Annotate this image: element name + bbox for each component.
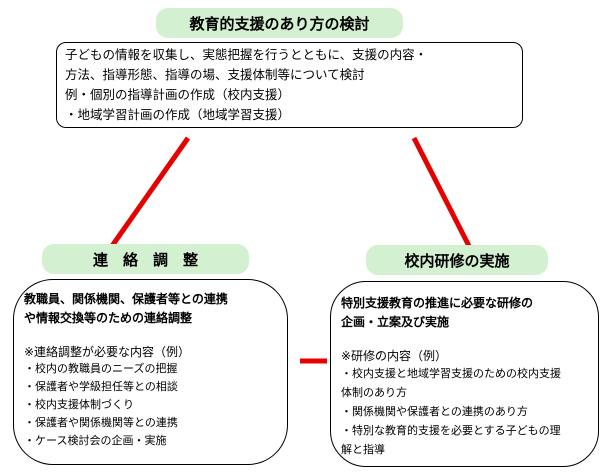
left-heading: 教職員、関係機関、保護者等との連携 bbox=[24, 292, 228, 306]
right-label: 校内研修の実施 bbox=[404, 251, 510, 270]
right-item: 解と指導 bbox=[341, 443, 385, 456]
top-line: 子どもの情報を収集し、実態把握を行うとともに、支援の内容・ bbox=[65, 47, 428, 62]
left-item: ・校内支援体制づくり bbox=[24, 398, 134, 411]
right-item: ・校内支援と地域学習支援のための校内支援 bbox=[341, 367, 561, 380]
top-line: ・地域学習計画の作成（地域学習支援） bbox=[65, 107, 291, 122]
left-item: ・保護者や学級担任等との相談 bbox=[24, 380, 178, 393]
title-pill: 教育的支援のあり方の検討 bbox=[156, 8, 403, 38]
top-line: 例・個別の指導計画の作成（校内支援） bbox=[65, 87, 291, 102]
right-box: 特別支援教育の推進に必要な研修の 企画・立案及び実施 ※研修の内容（例） ・校内… bbox=[330, 281, 599, 467]
connector-right bbox=[411, 136, 472, 248]
right-item: 体制のあり方 bbox=[341, 386, 407, 399]
left-item: ・保護者や関係機関等との連携 bbox=[24, 416, 178, 429]
top-line: 方法、指導形態、指導の場、支援体制等について検討 bbox=[65, 67, 365, 82]
right-sub: ※研修の内容（例） bbox=[341, 349, 448, 363]
right-label-pill: 校内研修の実施 bbox=[366, 245, 548, 275]
right-heading: 企画・立案及び実施 bbox=[341, 315, 450, 329]
top-box: 子どもの情報を収集し、実態把握を行うとともに、支援の内容・ 方法、指導形態、指導… bbox=[56, 42, 523, 128]
right-heading: 特別支援教育の推進に必要な研修の bbox=[341, 296, 534, 310]
connector-left bbox=[109, 136, 191, 248]
left-sub: ※連絡調整が必要な内容（例） bbox=[24, 345, 191, 359]
left-item: ・校内の教職員のニーズの把握 bbox=[24, 362, 178, 375]
right-item: ・特別な教育的支援を必要とする子どもの理 bbox=[341, 424, 561, 437]
left-heading: や情報交換等のための連絡調整 bbox=[24, 311, 193, 325]
title-text: 教育的支援のあり方の検討 bbox=[189, 14, 370, 33]
right-item: ・関係機関や保護者との連携のあり方 bbox=[341, 405, 528, 418]
left-label: 連 絡 調 整 bbox=[92, 250, 198, 269]
left-label-pill: 連 絡 調 整 bbox=[42, 244, 249, 274]
left-item: ・ケース検討会の企画・実施 bbox=[24, 434, 167, 447]
left-box: 教職員、関係機関、保護者等との連携 や情報交換等のための連絡調整 ※連絡調整が必… bbox=[13, 279, 288, 465]
